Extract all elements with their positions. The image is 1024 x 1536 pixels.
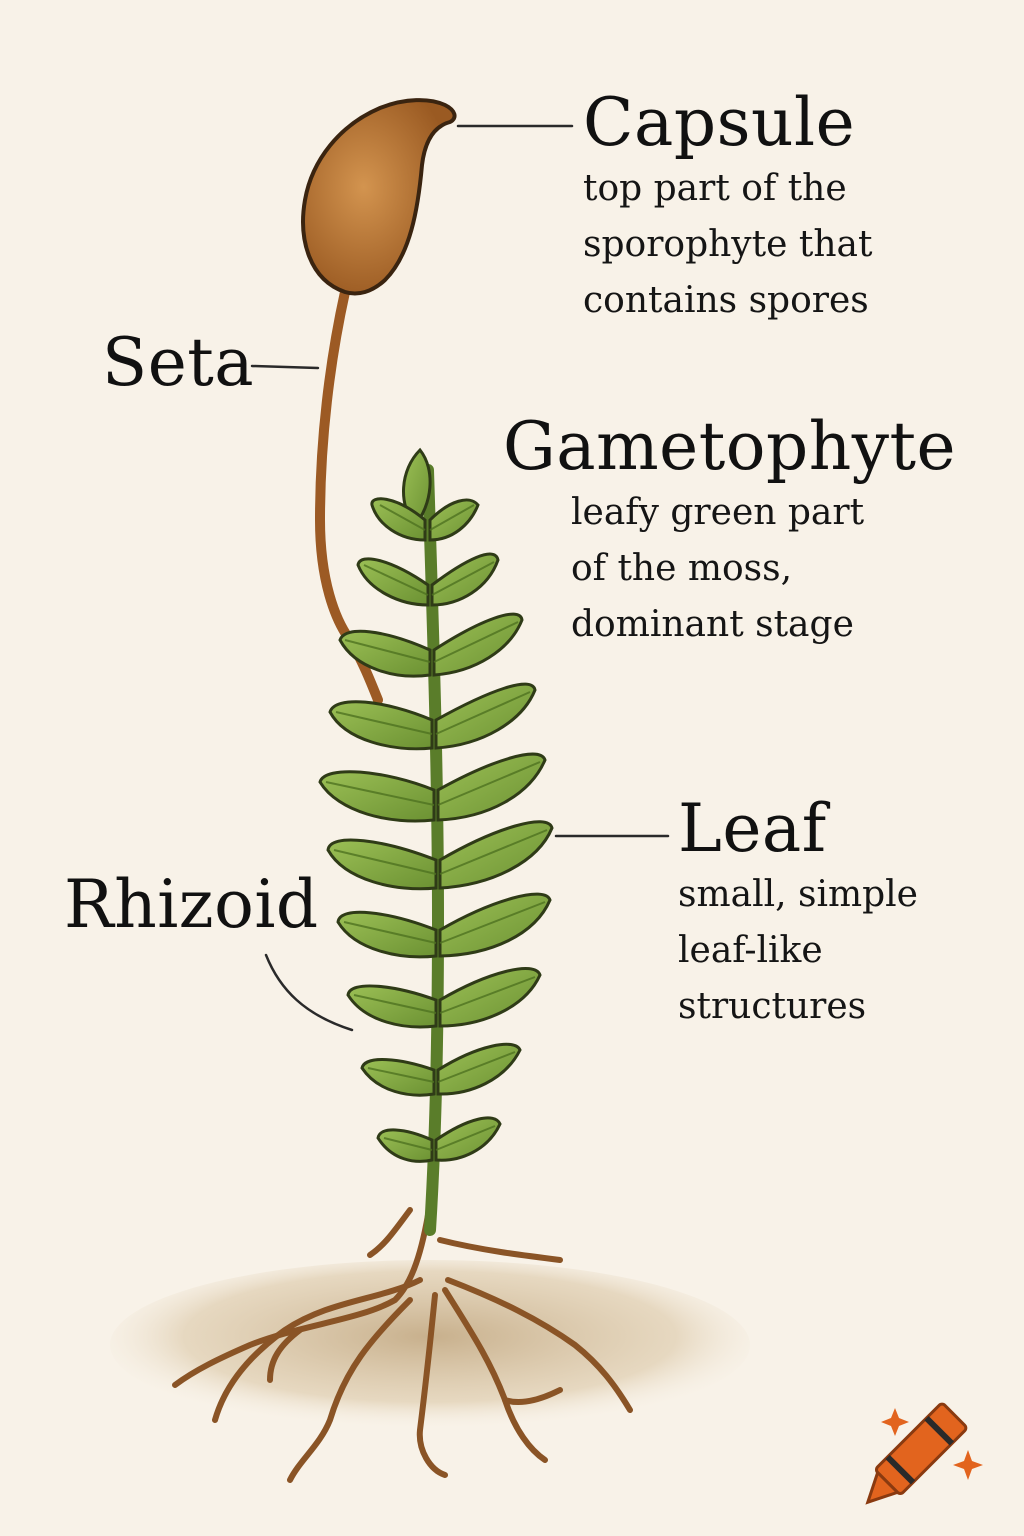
capsule-shape xyxy=(301,98,457,296)
leaf-title: Leaf xyxy=(678,790,827,867)
crayon-icon xyxy=(865,1402,983,1505)
leaf-cluster xyxy=(318,447,554,1163)
leaf-label: Leaf small, simple leaf-like structures xyxy=(678,790,918,1035)
capsule-description: top part of the sporophyte that contains… xyxy=(583,161,872,329)
leaf-desc-line: structures xyxy=(678,986,867,1027)
leaf-desc-line: leaf-like xyxy=(678,930,823,971)
capsule-title: Capsule xyxy=(583,84,856,161)
seta-title: Seta xyxy=(102,324,255,401)
leaf-desc-line: small, simple xyxy=(678,874,918,915)
gametophyte-desc-line: dominant stage xyxy=(571,604,854,645)
capsule-desc-line: top part of the xyxy=(583,168,847,209)
gametophyte-desc-line: leafy green part xyxy=(571,492,865,533)
capsule-desc-line: contains spores xyxy=(583,280,869,321)
rhizoid-roots xyxy=(172,1207,633,1483)
rhizoid-label: Rhizoid xyxy=(64,866,319,943)
gametophyte-label: Gametophyte leafy green part of the moss… xyxy=(503,408,956,653)
leaf-midribs xyxy=(325,504,548,1151)
gametophyte-title: Gametophyte xyxy=(503,408,957,485)
capsule-label: Capsule top part of the sporophyte that … xyxy=(583,84,872,329)
leaf-description: small, simple leaf-like structures xyxy=(678,867,918,1035)
capsule-desc-line: sporophyte that xyxy=(583,224,873,265)
rhizoid-leader-line xyxy=(264,953,354,1032)
seta-label: Seta xyxy=(102,324,254,401)
gametophyte-desc-line: of the moss, xyxy=(571,548,793,589)
gametophyte-description: leafy green part of the moss, dominant s… xyxy=(503,485,956,653)
rhizoid-title: Rhizoid xyxy=(64,866,319,943)
seta-leader-line xyxy=(250,364,320,370)
